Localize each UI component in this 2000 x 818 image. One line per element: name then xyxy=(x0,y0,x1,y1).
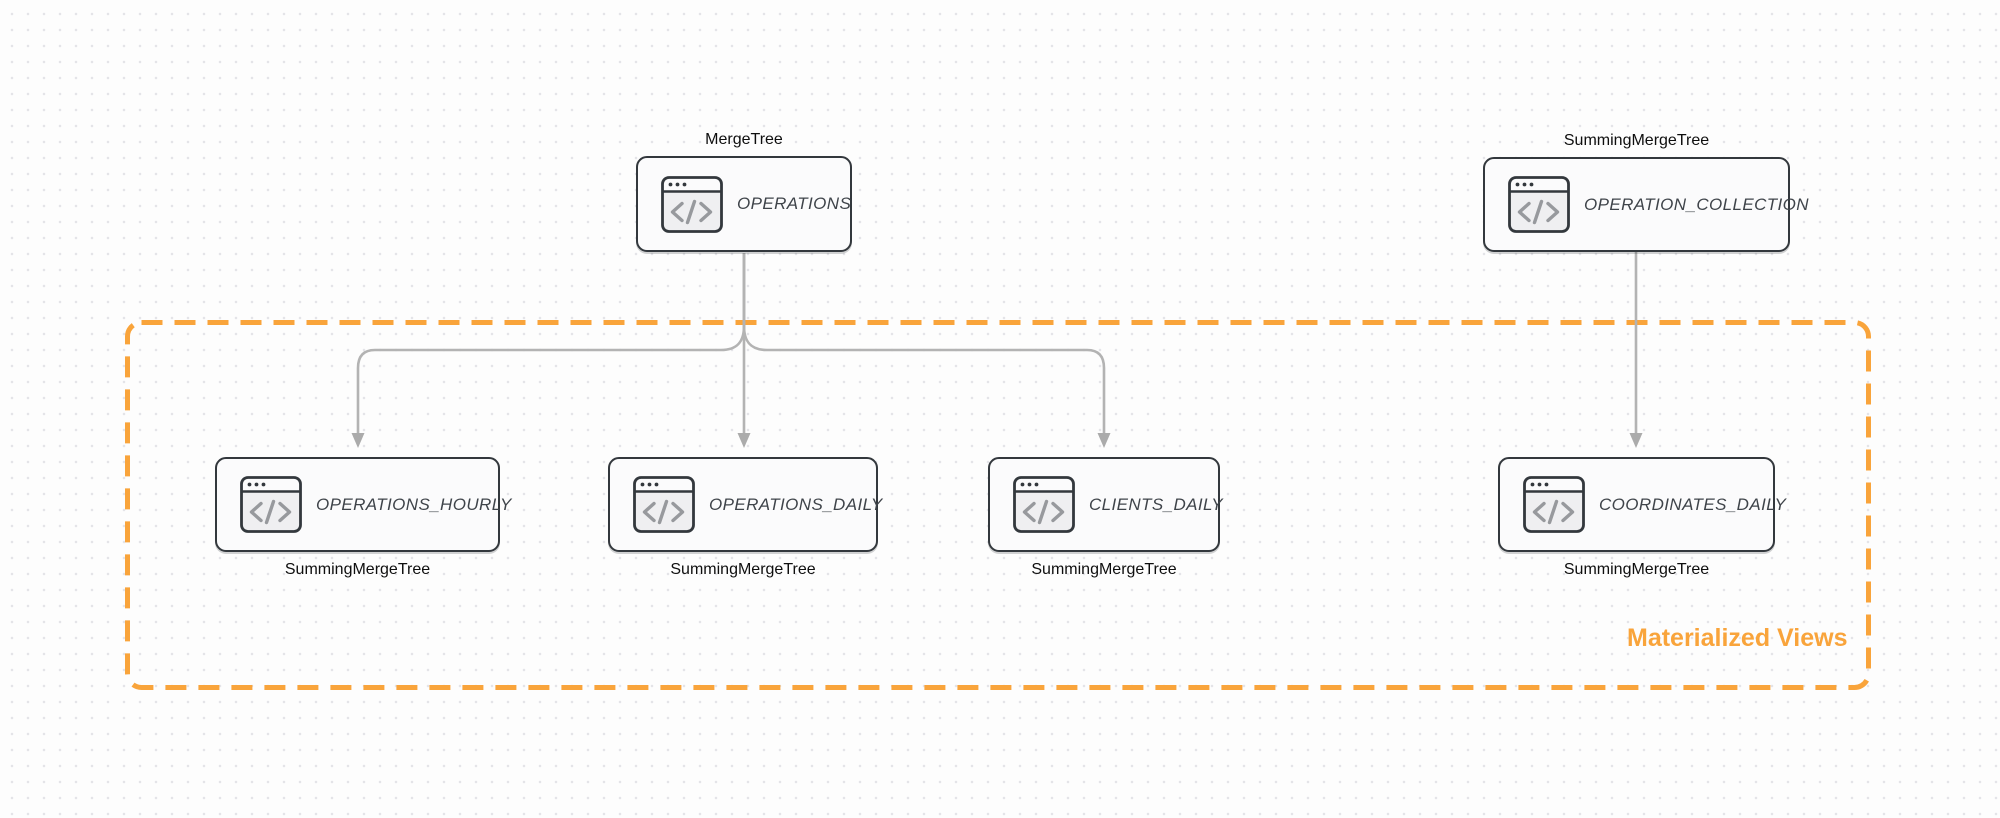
node-operations[interactable]: MergeTree OPERATIONS xyxy=(636,131,852,252)
engine-label-clients-daily: SummingMergeTree xyxy=(1031,561,1177,578)
code-window-icon xyxy=(1508,176,1570,233)
node-title-operation-collection: OPERATION_COLLECTION xyxy=(1584,194,1809,214)
node-operations-daily[interactable]: SummingMergeTree OPERATIONS_DAILY xyxy=(608,457,882,578)
edge-operations-to-clients-daily xyxy=(742,253,1106,433)
engine-label-operations: MergeTree xyxy=(705,131,783,148)
materialized-views-group-label: Materialized Views xyxy=(1627,624,1848,652)
engine-label-operations-hourly: SummingMergeTree xyxy=(284,561,431,578)
code-window-icon xyxy=(661,176,723,233)
engine-label-operations-daily: SummingMergeTree xyxy=(670,561,816,578)
arrowhead-coordinates-daily xyxy=(1629,433,1643,448)
node-operation-collection[interactable]: SummingMergeTree OPERATION_COLLECTION xyxy=(1483,132,1809,252)
node-title-clients-daily: CLIENTS_DAILY xyxy=(1089,494,1224,514)
code-window-icon xyxy=(1523,476,1585,533)
node-operations-hourly[interactable]: SummingMergeTree OPERATIONS_HOURLY xyxy=(215,457,511,578)
engine-label-coordinates-daily: SummingMergeTree xyxy=(1563,561,1710,578)
node-coordinates-daily[interactable]: SummingMergeTree COORDINATES_DAILY xyxy=(1498,457,1786,578)
arrowhead-operations-daily xyxy=(737,433,751,448)
node-title-operations: OPERATIONS xyxy=(737,194,852,213)
node-title-coordinates-daily: COORDINATES_DAILY xyxy=(1599,494,1787,514)
node-title-operations-daily: OPERATIONS_DAILY xyxy=(709,494,883,514)
code-window-icon xyxy=(240,476,302,533)
engine-label-operation-collection: SummingMergeTree xyxy=(1563,132,1710,149)
code-window-icon xyxy=(1013,476,1075,533)
node-title-operations-hourly: OPERATIONS_HOURLY xyxy=(316,494,512,514)
arrowhead-clients-daily xyxy=(1097,433,1111,448)
node-clients-daily[interactable]: SummingMergeTree CLIENTS_DAILY xyxy=(988,457,1224,578)
edge-operations-to-operations-hourly xyxy=(356,253,746,433)
arrowhead-operations-hourly xyxy=(351,433,365,448)
code-window-icon xyxy=(633,476,695,533)
